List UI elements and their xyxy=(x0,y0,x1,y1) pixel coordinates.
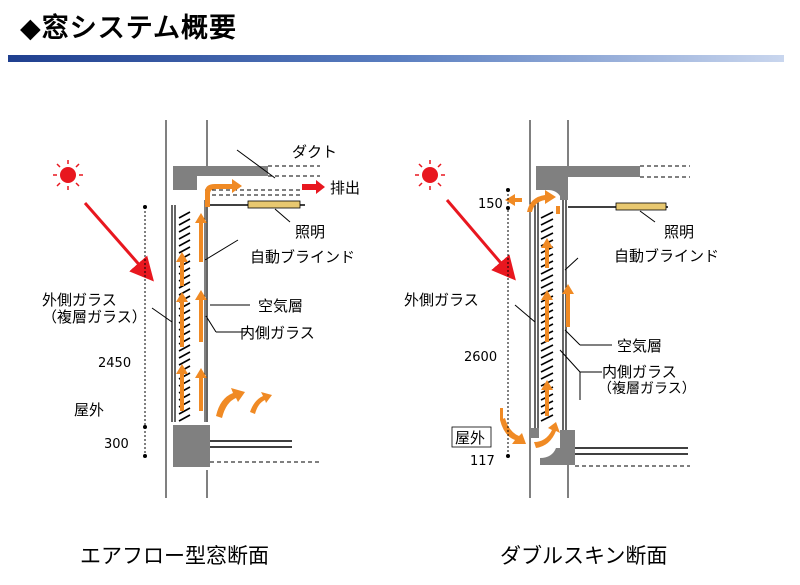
airflow-arrows xyxy=(176,179,272,418)
air-layer-label: 空気層 xyxy=(258,297,303,315)
outer-glass-note: （複層ガラス） xyxy=(42,308,147,326)
page-title: ◆窓システム概要 xyxy=(20,13,237,44)
height-dimension: 2600 xyxy=(464,350,497,365)
blind-slat xyxy=(540,344,554,352)
bottom-dimension: 117 xyxy=(470,454,495,469)
blind-slat xyxy=(540,232,554,240)
air-layer-label: 空気層 xyxy=(617,337,662,355)
blind-slat xyxy=(540,351,554,359)
blind-label: 自動ブラインド xyxy=(250,248,355,266)
floor-slab xyxy=(540,430,575,465)
blind-slat xyxy=(540,358,554,366)
blind-slat xyxy=(178,281,191,289)
blind-slat xyxy=(178,344,191,352)
sun-icon xyxy=(53,160,83,190)
floor-slab xyxy=(173,425,210,467)
height-dimension: 2450 xyxy=(98,356,131,371)
lighting-fixture xyxy=(615,202,667,211)
lighting-label: 照明 xyxy=(664,223,694,241)
outdoor-label: 屋外 xyxy=(455,429,485,447)
ceiling-slab xyxy=(536,166,640,200)
blind-slat xyxy=(178,407,191,415)
blind-slat xyxy=(178,414,191,422)
blind-slat xyxy=(540,365,554,373)
blind-slat xyxy=(178,218,191,226)
blind-slat xyxy=(178,232,191,240)
airflow-window-caption: エアフロー型窓断面 xyxy=(80,544,269,568)
blind-slat xyxy=(540,211,554,219)
blind-slat xyxy=(178,239,191,247)
blind-slats xyxy=(178,211,191,422)
blind-slat xyxy=(540,225,554,233)
blind-slat xyxy=(178,246,191,254)
sunlight-arrow xyxy=(445,199,516,281)
sun-icon xyxy=(415,160,445,190)
blind-slat xyxy=(540,274,554,282)
title-underline-bar xyxy=(8,55,784,62)
blind-slat xyxy=(540,281,554,289)
blind-slat xyxy=(178,211,191,219)
duct-label: ダクト xyxy=(292,143,337,161)
blind-slat xyxy=(540,414,554,422)
airflow-arrows xyxy=(500,190,574,448)
inner-glass-label: 内側ガラス xyxy=(602,363,677,381)
inner-glass-note: （複層ガラス） xyxy=(598,380,696,397)
outer-glass-label: 外側ガラス xyxy=(404,291,479,309)
sunlight-arrow xyxy=(83,202,154,282)
blind-slat xyxy=(178,288,191,296)
outer-glass-label: 外側ガラス xyxy=(42,291,117,309)
blind-slat xyxy=(178,225,191,233)
outdoor-label: 屋外 xyxy=(74,401,104,419)
exhaust-label: 排出 xyxy=(330,179,360,197)
blind-label: 自動ブラインド xyxy=(614,247,719,265)
blind-slat xyxy=(540,372,554,380)
blind-slat xyxy=(540,267,554,275)
lighting-fixture xyxy=(247,200,301,209)
blind-slat xyxy=(540,218,554,226)
double-skin-section: 150 照明 自動ブラインド 外側ガラス 空気層 2600 内側ガラス （複層ガ… xyxy=(404,120,719,498)
airflow-window-section: ダクト 排出 照明 自動ブラインド 外側ガラス （複層ガラス） 空気層 内側ガラ… xyxy=(42,120,360,498)
blind-slat xyxy=(178,358,191,366)
inner-glass-label: 内側ガラス xyxy=(240,324,315,342)
blind-slat xyxy=(178,351,191,359)
exhaust-arrow xyxy=(302,180,325,194)
top-dimension: 150 xyxy=(478,197,503,212)
bottom-dimension: 300 xyxy=(104,437,129,452)
double-skin-caption: ダブルスキン断面 xyxy=(500,544,668,568)
lighting-label: 照明 xyxy=(295,223,325,241)
